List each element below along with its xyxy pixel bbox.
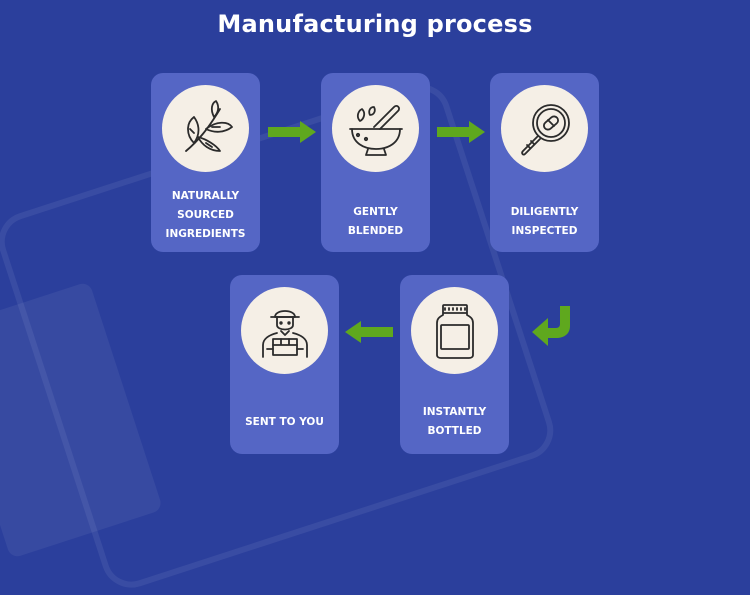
step-card-instantly-bottled: INSTANTLY BOTTLED: [400, 275, 509, 454]
mortar-pestle-icon: [348, 104, 403, 156]
step-label: DILIGENTLY INSPECTED: [490, 203, 599, 241]
step-label: SENT TO YOU: [230, 413, 339, 432]
step-label-line: DILIGENTLY: [510, 206, 579, 218]
jar-icon: [435, 303, 474, 359]
step-label-line: BOTTLED: [427, 425, 482, 437]
step-icon-circle: [501, 85, 588, 172]
step-label: INSTANTLY BOTTLED: [400, 403, 509, 441]
step-label-line: INSPECTED: [511, 225, 578, 237]
magnifier-capsule-icon: [520, 103, 570, 156]
step-icon-circle: [332, 85, 419, 172]
step-card-gently-blended: GENTLY BLENDED: [321, 73, 430, 252]
arrow-left-icon: [345, 321, 393, 343]
step-label-line: BLENDED: [347, 225, 404, 237]
delivery-person-icon: [261, 309, 308, 358]
arrow-right-icon: [268, 121, 316, 143]
step-card-naturally-sourced: NATURALLY SOURCED INGREDIENTS: [151, 73, 260, 252]
arrow-right-icon: [437, 121, 485, 143]
step-icon-circle: [411, 287, 498, 374]
step-card-sent-to-you: SENT TO YOU: [230, 275, 339, 454]
step-label: NATURALLY SOURCED INGREDIENTS: [151, 187, 260, 244]
step-label-line: SOURCED: [177, 209, 234, 221]
step-label-line: INGREDIENTS: [165, 228, 246, 240]
page-title: Manufacturing process: [217, 10, 533, 38]
step-icon-circle: [162, 85, 249, 172]
step-label-line: NATURALLY: [171, 190, 240, 202]
step-label-line: GENTLY: [353, 206, 398, 218]
step-label-line: INSTANTLY: [422, 406, 487, 418]
step-card-diligently-inspected: DILIGENTLY INSPECTED: [490, 73, 599, 252]
step-label-line: SENT TO YOU: [245, 416, 324, 428]
step-icon-circle: [241, 287, 328, 374]
arrow-turn-left-icon: [532, 306, 570, 346]
leaves-icon: [184, 99, 233, 152]
step-label: GENTLY BLENDED: [321, 203, 430, 241]
